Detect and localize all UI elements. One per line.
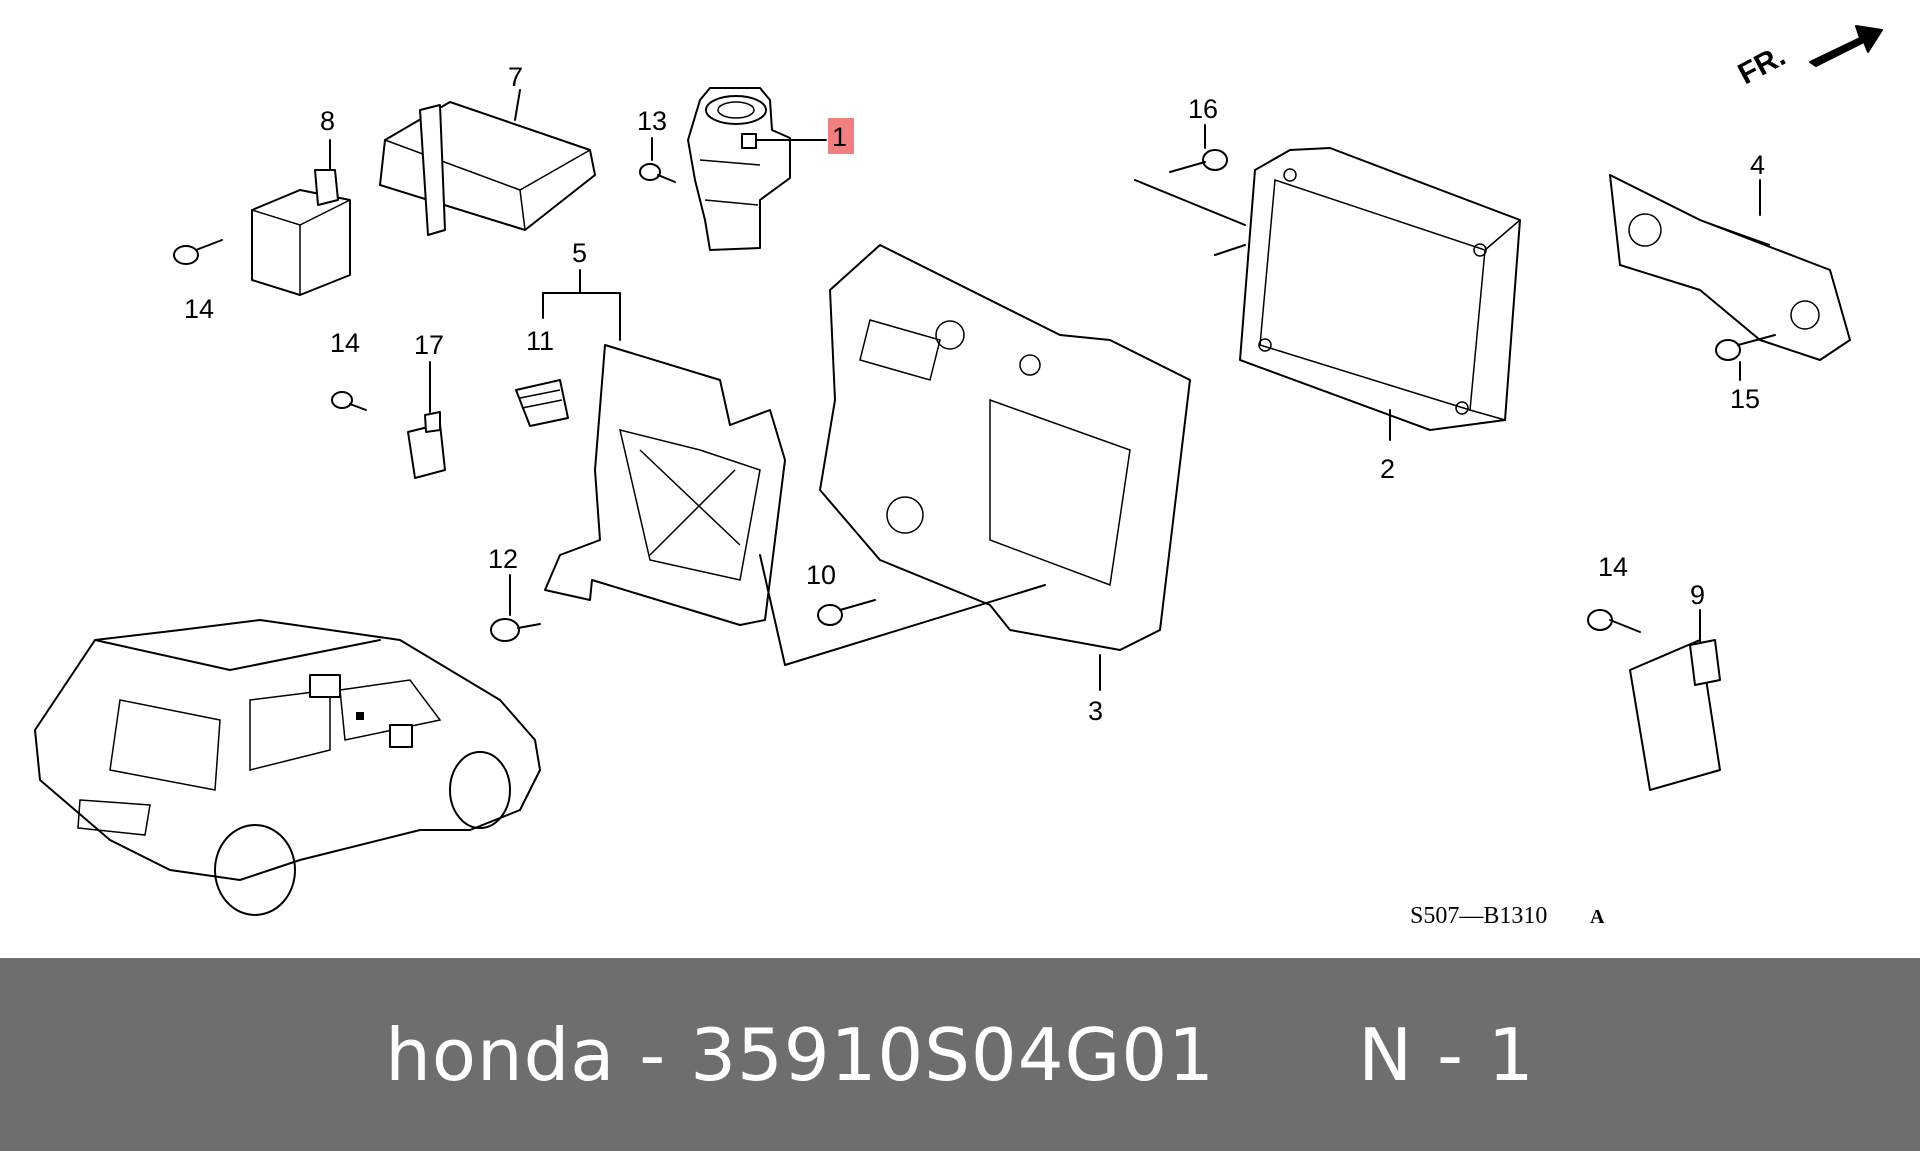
parts-diagram: FR. 1 7 8 14 13 14 — [34, 25, 1883, 929]
callout-8: 8 — [320, 106, 335, 136]
callout-4: 4 — [1750, 150, 1765, 180]
callout-5: 5 — [572, 238, 587, 268]
part-2-control-module[interactable] — [1239, 147, 1521, 431]
part-9-module[interactable] — [1629, 639, 1721, 791]
separator: - — [615, 1012, 691, 1097]
bolt-14-left[interactable] — [173, 239, 223, 265]
brand-name: honda — [385, 1012, 616, 1097]
gap — [1215, 1013, 1358, 1097]
callout-14-right: 14 — [1598, 552, 1628, 582]
diagram-code-suffix: A — [1590, 906, 1605, 928]
part-11-clip[interactable] — [515, 379, 569, 427]
part-1-ignition-switch[interactable] — [687, 87, 791, 251]
sheet-number: N - 1 — [1358, 1012, 1535, 1097]
vehicle-location-illustration — [34, 619, 541, 916]
part-8-relay[interactable] — [251, 169, 351, 296]
bolt-14-middle[interactable] — [331, 391, 367, 411]
callout-10: 10 — [806, 560, 836, 590]
callout-17: 17 — [414, 330, 444, 360]
callout-3: 3 — [1088, 696, 1103, 726]
callout-9: 9 — [1690, 580, 1705, 610]
part-5-mounting-plate[interactable] — [544, 344, 786, 626]
callout-16: 16 — [1188, 94, 1218, 124]
callout-14-left: 14 — [184, 294, 214, 324]
part-number-banner: honda - 35910S04G01 N - 1 — [0, 958, 1920, 1151]
callout-1: 1 — [832, 122, 847, 152]
callout-12: 12 — [488, 544, 518, 574]
direction-label: FR. — [1733, 39, 1791, 91]
bolt-12[interactable] — [490, 618, 541, 642]
bolt-15[interactable] — [1715, 334, 1776, 361]
bolt-10[interactable] — [817, 599, 876, 626]
bolt-16[interactable] — [1169, 149, 1228, 173]
part-17-relay[interactable] — [407, 411, 446, 479]
bolt-14-right[interactable] — [1587, 609, 1641, 633]
callout-2: 2 — [1380, 454, 1395, 484]
part-7-control-unit[interactable] — [379, 101, 596, 236]
callout-1-highlight — [828, 118, 854, 154]
callout-11: 11 — [526, 326, 554, 356]
callout-14-middle: 14 — [330, 328, 360, 358]
callout-7: 7 — [508, 62, 523, 92]
front-direction-arrow-icon: FR. — [1733, 25, 1883, 91]
diagram-code: S507—B1310 — [1410, 903, 1547, 929]
part-3-main-bracket[interactable] — [819, 244, 1191, 651]
callout-15: 15 — [1730, 384, 1760, 414]
part-4-sensor-bracket[interactable] — [1609, 174, 1851, 361]
part-number: 35910S04G01 — [690, 1012, 1215, 1097]
bolt-13[interactable] — [639, 163, 676, 183]
callout-13: 13 — [637, 106, 667, 136]
banner-text: honda - 35910S04G01 N - 1 — [385, 1013, 1534, 1097]
